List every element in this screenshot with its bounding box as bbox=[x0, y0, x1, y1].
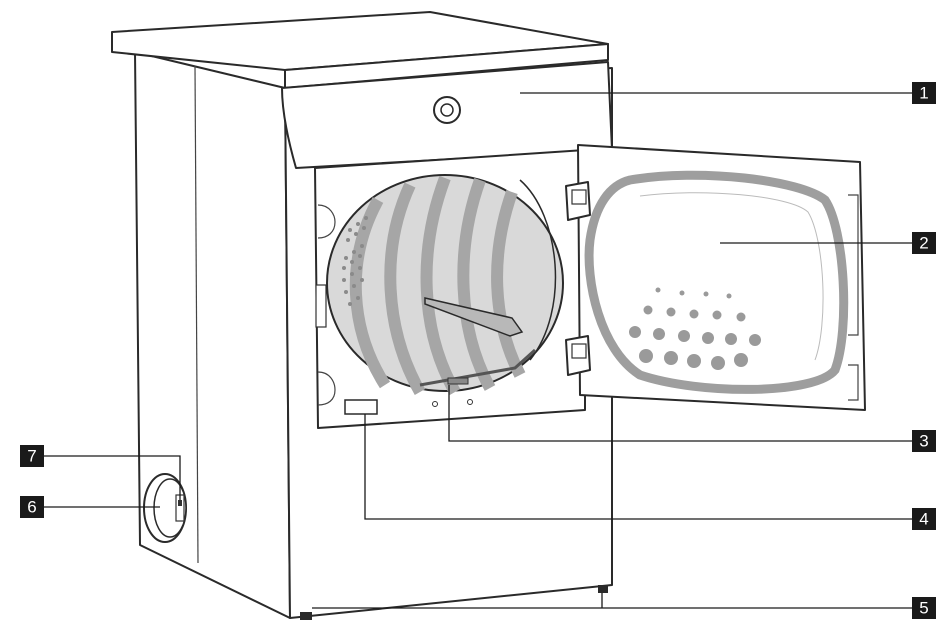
callout-4: 4 bbox=[912, 508, 936, 530]
foot-front-right bbox=[598, 585, 608, 593]
drum bbox=[326, 174, 564, 407]
callout-4-label: 4 bbox=[919, 510, 928, 529]
door bbox=[565, 144, 866, 411]
door-seal bbox=[584, 170, 849, 394]
foot-front-left bbox=[300, 612, 312, 620]
callout-5-label: 5 bbox=[919, 599, 928, 618]
door-holes bbox=[629, 287, 761, 370]
drum-perforations bbox=[342, 216, 368, 306]
callout-3: 3 bbox=[912, 430, 936, 452]
callout-2-label: 2 bbox=[919, 234, 928, 253]
leader-lines bbox=[44, 92, 912, 609]
callout-7-label: 7 bbox=[27, 447, 36, 466]
callout-6: 6 bbox=[20, 496, 44, 518]
callout-1-label: 1 bbox=[919, 84, 928, 103]
drum-baffle bbox=[424, 297, 524, 337]
callout-6-label: 6 bbox=[27, 498, 36, 517]
callout-5: 5 bbox=[912, 597, 936, 619]
exhaust-vent bbox=[143, 473, 187, 543]
rating-label bbox=[344, 399, 378, 415]
callout-2: 2 bbox=[912, 232, 936, 254]
callout-1: 1 bbox=[912, 82, 936, 104]
callout-3-label: 3 bbox=[919, 432, 928, 451]
callout-7: 7 bbox=[20, 445, 44, 467]
